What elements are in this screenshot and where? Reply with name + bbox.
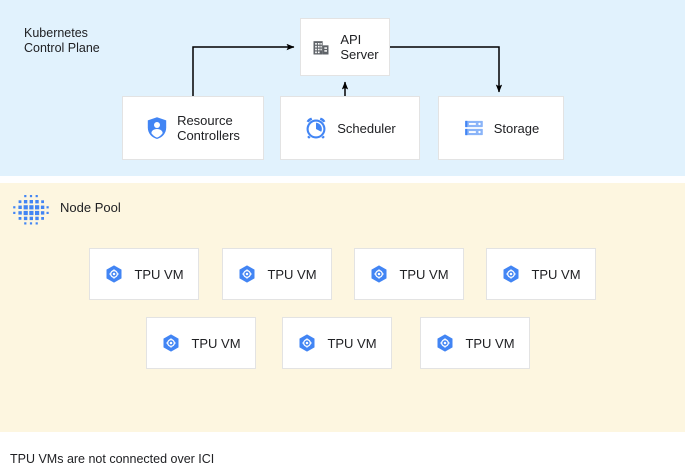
node-scheduler-label: Scheduler	[337, 120, 396, 136]
tpu-hexagon-icon	[369, 264, 389, 284]
node-storage-label: Storage	[493, 120, 540, 136]
tpu-vm-label: TPU VM	[267, 266, 317, 282]
control-plane-label: Kubernetes Control Plane	[24, 26, 100, 55]
diagram-caption: TPU VMs are not connected over ICI	[10, 452, 215, 466]
tpu-vm-box[interactable]: TPU VM	[89, 248, 199, 300]
tpu-hexagon-icon	[501, 264, 521, 284]
dot-grid-icon	[12, 192, 50, 230]
tpu-vm-label: TPU VM	[531, 266, 581, 282]
tpu-vm-box[interactable]: TPU VM	[420, 317, 530, 369]
tpu-vm-box[interactable]: TPU VM	[222, 248, 332, 300]
tpu-vm-label: TPU VM	[134, 266, 184, 282]
tpu-hexagon-icon	[161, 333, 181, 353]
node-scheduler[interactable]: Scheduler	[280, 96, 420, 160]
node-api-server-label: API Server	[340, 32, 379, 62]
alarm-clock-icon	[304, 116, 328, 140]
node-pool-panel	[0, 183, 685, 432]
node-storage[interactable]: Storage	[438, 96, 564, 160]
tpu-hexagon-icon	[435, 333, 455, 353]
tpu-vm-box[interactable]: TPU VM	[146, 317, 256, 369]
tpu-hexagon-icon	[237, 264, 257, 284]
tpu-hexagon-icon	[297, 333, 317, 353]
server-rack-icon	[463, 117, 485, 139]
tpu-vm-box[interactable]: TPU VM	[354, 248, 464, 300]
building-icon	[311, 37, 331, 57]
tpu-hexagon-icon	[104, 264, 124, 284]
tpu-vm-label: TPU VM	[327, 335, 377, 351]
node-api-server[interactable]: API Server	[300, 18, 390, 76]
tpu-vm-label: TPU VM	[191, 335, 241, 351]
node-resource-controllers-label: Resource Controllers	[177, 113, 240, 143]
tpu-vm-label: TPU VM	[399, 266, 449, 282]
tpu-vm-label: TPU VM	[465, 335, 515, 351]
node-pool-label: Node Pool	[60, 200, 121, 215]
node-resource-controllers[interactable]: Resource Controllers	[122, 96, 264, 160]
tpu-vm-box[interactable]: TPU VM	[282, 317, 392, 369]
tpu-vm-box[interactable]: TPU VM	[486, 248, 596, 300]
shield-user-icon	[146, 116, 168, 140]
